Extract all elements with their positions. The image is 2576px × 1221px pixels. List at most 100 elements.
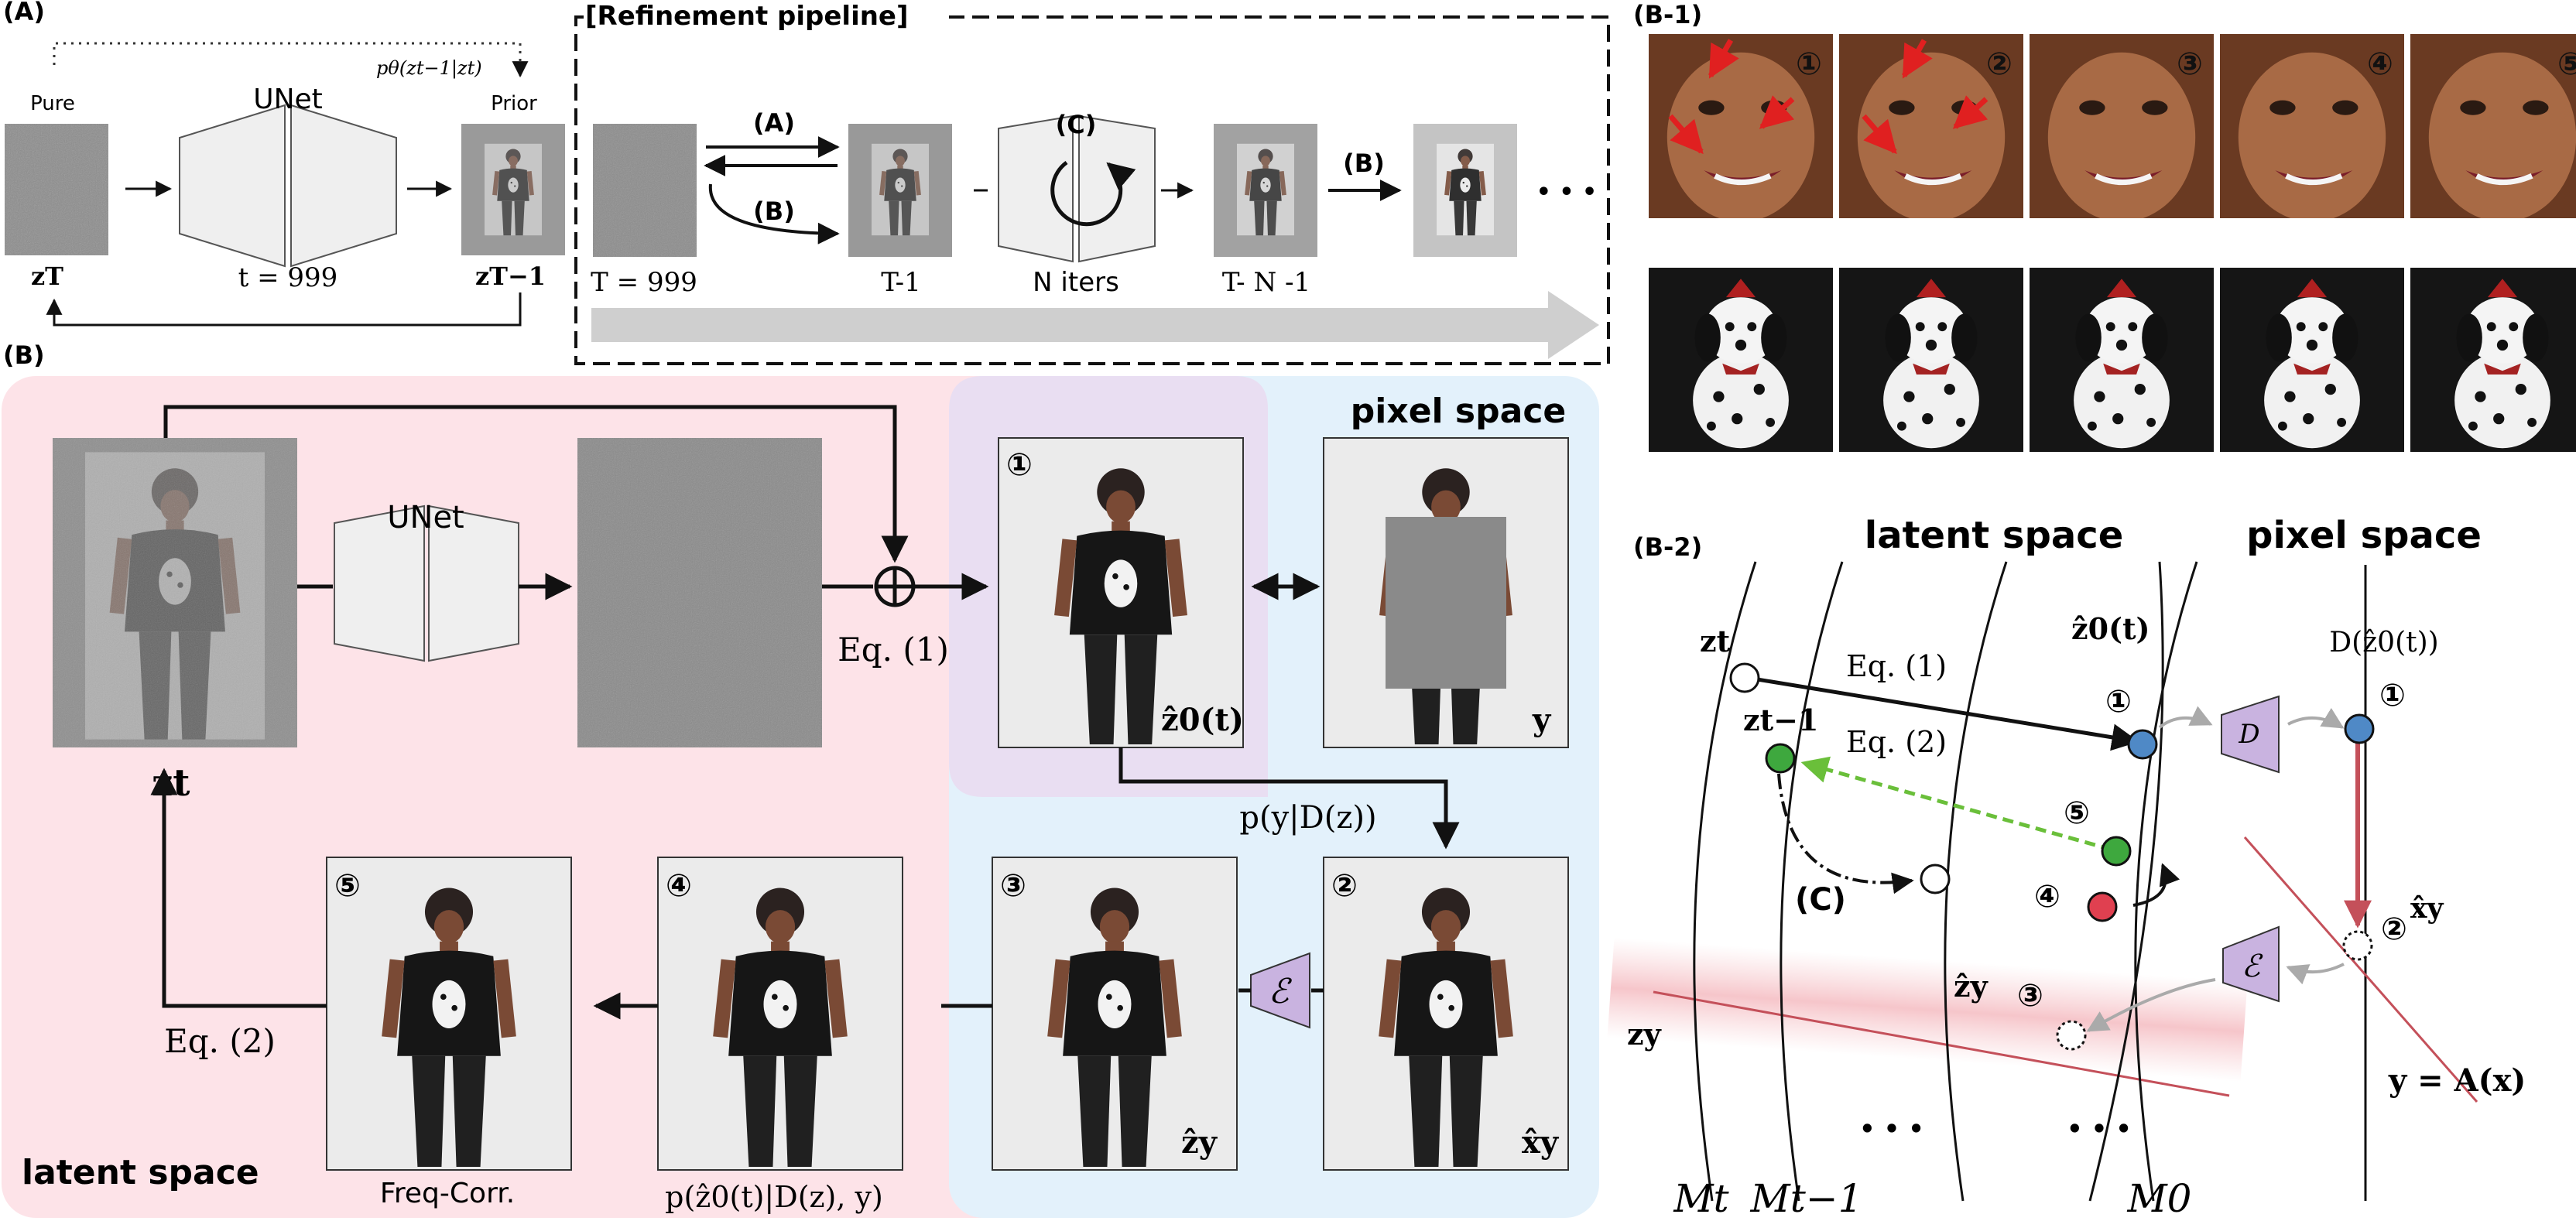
- node-zt1: [1765, 743, 1796, 774]
- node-xy-hat: [2342, 930, 2373, 961]
- rp-arrow-B-label: (B): [753, 197, 795, 226]
- encoder-b: [1250, 952, 1310, 1029]
- panel-a-tag: (A): [3, 0, 45, 26]
- b-marker-4: ④: [666, 868, 692, 904]
- b1-marker-4: ④: [2367, 46, 2393, 82]
- rp-ellipsis: • • •: [1536, 179, 1597, 206]
- rp-unet-left: [998, 115, 1074, 263]
- refinement-pipeline: [Refinement pipeline] T = 999 (A) (B) T-…: [574, 0, 1610, 365]
- manifold-label-t1: Mt−1: [1750, 1176, 1863, 1221]
- b-marker-1: ①: [1006, 447, 1033, 483]
- unet-a-right: [290, 104, 397, 268]
- b2-dots-left: • • •: [1859, 1114, 1924, 1144]
- panel-b: (B) pixel space latent space zt UNet Eq.…: [2, 340, 1599, 1218]
- b1-marker-5: ⑤: [2557, 46, 2576, 82]
- node-zt: [1729, 662, 1760, 693]
- rp-arrow-C-label: (C): [1056, 110, 1097, 139]
- b-marker-5: ⑤: [334, 868, 361, 904]
- b2-y-eq: y = A(x): [2388, 1062, 2526, 1099]
- manifold-mid: [1944, 561, 2008, 1202]
- manifold-0b: [2088, 561, 2164, 1202]
- b2-eq2-arrow: [1800, 756, 2112, 852]
- unet-b-right: [428, 504, 519, 662]
- b2-encoder-label: ℰ: [2242, 949, 2263, 984]
- unet-b-left: [334, 504, 425, 662]
- z0hat-label: ẑ0(t): [1161, 702, 1244, 738]
- latent-space-label-b: latent space: [22, 1153, 259, 1192]
- panel-b-tag: (B): [3, 340, 45, 370]
- manifold-label-0: M0: [2126, 1176, 2191, 1221]
- b2-decoder: [2221, 695, 2280, 774]
- likelihood-label: p(y|D(z)): [1239, 800, 1376, 836]
- likelihood-arrow: [1118, 747, 1460, 850]
- unet-a-left: [179, 104, 286, 268]
- panel-b1-tag: (B-1): [1633, 0, 1702, 29]
- manifold-label-t: Mt: [1673, 1176, 1729, 1221]
- manifold-0a: [2134, 561, 2198, 1202]
- rp-loop-icon: [1050, 160, 1136, 227]
- zT1-label: zT−1: [475, 262, 546, 291]
- y-label: y: [1532, 702, 1552, 738]
- rp-arrow-B2-label: (B): [1343, 149, 1385, 178]
- b2-curl-arrow: [2132, 863, 2180, 907]
- b2-dots-right: • • •: [2067, 1114, 2132, 1144]
- node-D-z0hat: [2344, 713, 2375, 744]
- rp-arrow-A-label: (A): [753, 108, 795, 138]
- b1-dog-1: [1649, 268, 1833, 452]
- a-feedback-arrow: [46, 292, 522, 327]
- rp-T1-label: T-1: [881, 267, 920, 298]
- pixel-space-label: pixel space: [1351, 392, 1567, 431]
- b2-latent-label: latent space: [1865, 514, 2124, 557]
- rp-T-label: T = 999: [591, 267, 697, 298]
- b1-face-5: [2410, 34, 2576, 222]
- eq2-return-arrow: [150, 768, 327, 1008]
- zT-label: zT: [31, 262, 63, 291]
- b2-marker-1: ①: [2105, 684, 2132, 720]
- b2-C-arrow: [1777, 773, 1914, 894]
- b2-eq1: Eq. (1): [1846, 649, 1947, 683]
- b2-marker-4: ④: [2034, 879, 2060, 915]
- panel-b2: (B-2) latent space pixel space Eq. (1) E…: [1607, 514, 2526, 1221]
- skip-connection: [163, 405, 909, 563]
- b2-zt: zt: [1700, 624, 1731, 658]
- b2-marker-3: ③: [2017, 978, 2043, 1014]
- refinement-frame: [574, 15, 1610, 365]
- b2-encoder: [2222, 925, 2280, 1003]
- b1-dog-2: [1839, 268, 2023, 452]
- b1-marker-1: ①: [1796, 46, 1822, 82]
- node-z0hat: [2127, 729, 2158, 760]
- node-5: [2101, 836, 2132, 867]
- b1-dog-4: [2220, 268, 2404, 452]
- refinement-title: [Refinement pipeline]: [585, 1, 909, 32]
- b2-pixel-label: pixel space: [2246, 514, 2482, 557]
- b2-marker-1-pixel: ①: [2379, 678, 2406, 713]
- zt-label: zt: [152, 761, 190, 805]
- b1-marker-2: ②: [1986, 46, 2012, 82]
- rp-iters-label: N iters: [1033, 267, 1119, 298]
- encoder-b-label: ℰ: [1269, 972, 1293, 1011]
- node-C-target: [1920, 864, 1951, 894]
- b1-marker-3: ③: [2177, 46, 2203, 82]
- node-4: [2087, 891, 2118, 922]
- eq2-b: Eq. (2): [164, 1022, 276, 1060]
- zy-label: ẑy: [1181, 1124, 1218, 1161]
- rp-TN-label: T- N -1: [1222, 267, 1310, 298]
- node-zy-hat: [2056, 1020, 2087, 1051]
- a-dotted-transition: [53, 42, 529, 78]
- b2-zy-hat: ẑy: [1954, 969, 1989, 1004]
- xy-label: x̂y: [1522, 1124, 1560, 1161]
- b2-D-z0hat: D(ẑ0(t)): [2329, 627, 2438, 658]
- panel-b2-tag: (B-2): [1633, 532, 1702, 562]
- y-mask: [1386, 517, 1506, 689]
- b1-dog-5: [2410, 268, 2576, 452]
- manifold-t1: [1780, 561, 1844, 1202]
- measurement-line-pixel: [2243, 836, 2478, 1103]
- t999-label: t = 999: [238, 262, 338, 293]
- b2-zy: zy: [1627, 1017, 1662, 1052]
- b-marker-3: ③: [1000, 868, 1026, 904]
- red-arrows: [1668, 39, 1989, 155]
- unet-a-label: UNet: [253, 84, 323, 115]
- b2-eq2: Eq. (2): [1846, 725, 1947, 759]
- b2-marker-2: ②: [2381, 911, 2407, 947]
- b2-z0hat: ẑ0(t): [2071, 611, 2150, 646]
